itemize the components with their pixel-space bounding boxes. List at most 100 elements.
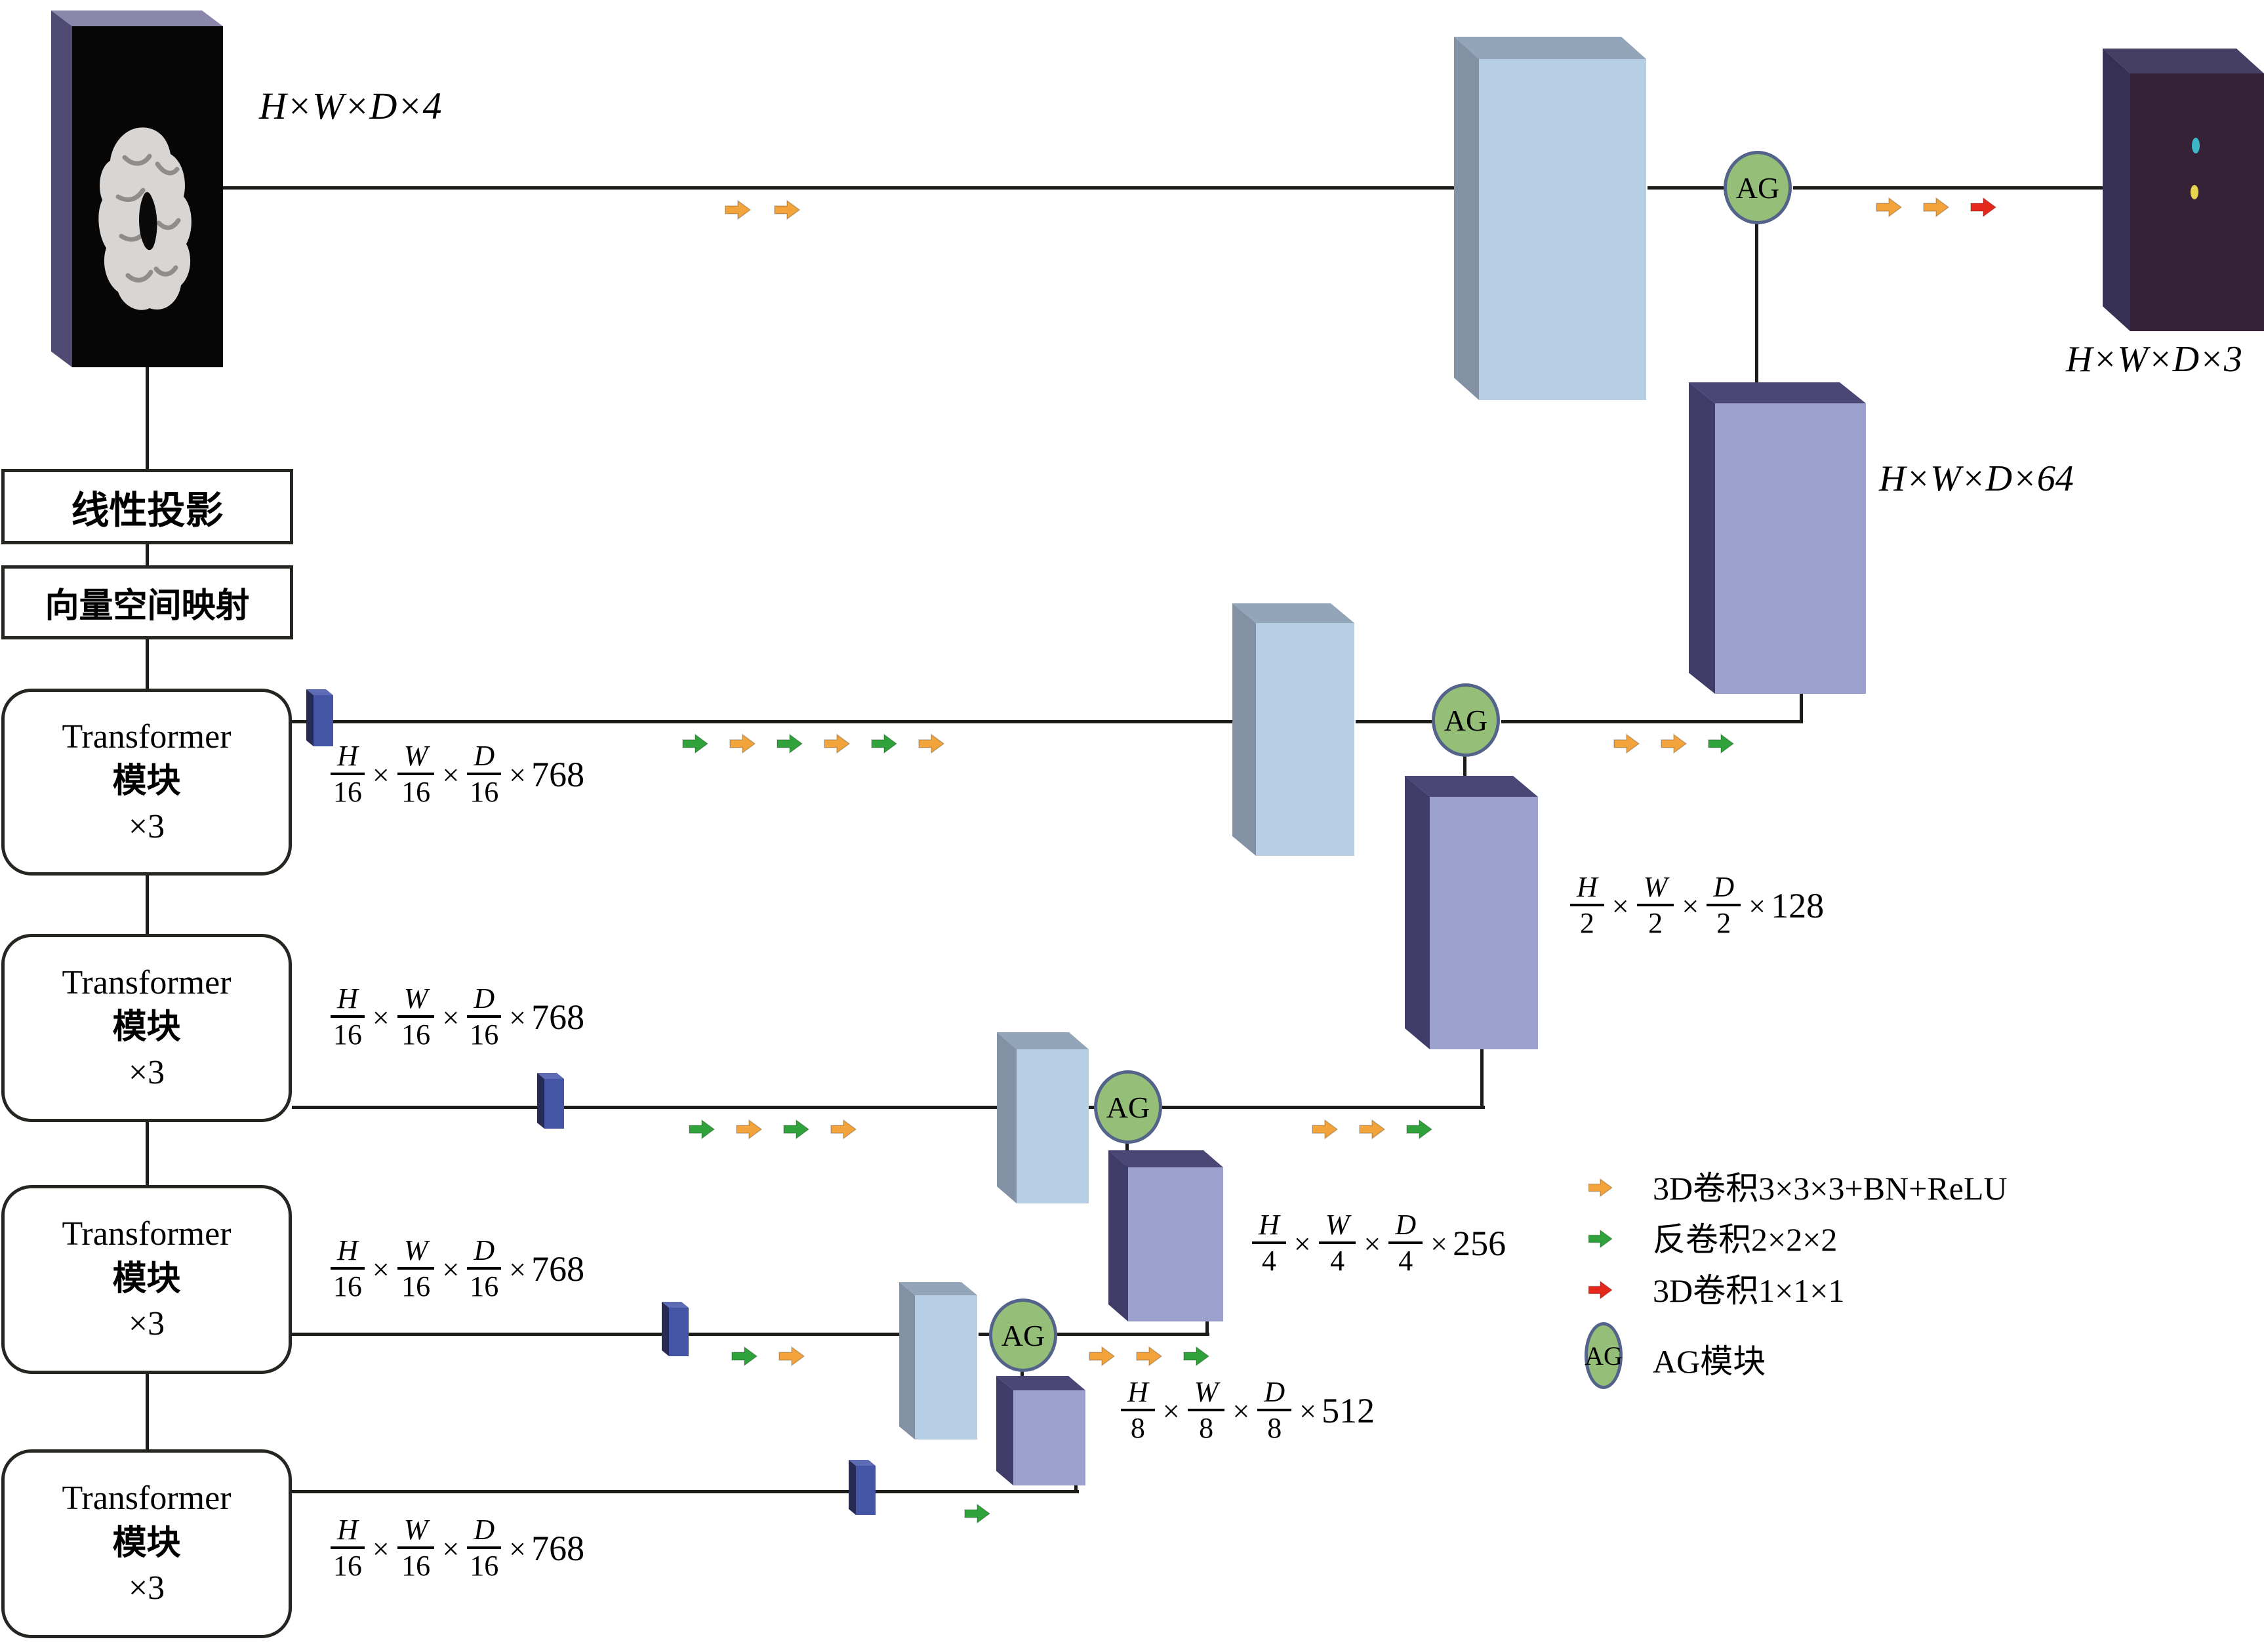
input-volume bbox=[51, 10, 223, 367]
transformer-block-1: Transformer 模块 ×3 bbox=[1, 689, 292, 876]
ag-node-label: AG bbox=[1444, 703, 1488, 737]
decoder-feature-slab-level2 bbox=[997, 1032, 1089, 1203]
token-slab-1 bbox=[306, 689, 333, 746]
connector-line bbox=[1800, 686, 1803, 723]
transformer-module-label: 模块 bbox=[112, 1009, 181, 1047]
token-slab-4 bbox=[849, 1460, 876, 1515]
deconv-arrow-icon bbox=[689, 1119, 715, 1140]
connector-line bbox=[146, 638, 149, 691]
segmentation-dot-cyan bbox=[2192, 138, 2200, 153]
connector-line bbox=[1356, 720, 1434, 723]
connector-line bbox=[146, 1373, 149, 1451]
feature-slab-64 bbox=[1689, 382, 1866, 694]
deconv-arrow-icon bbox=[1708, 733, 1734, 754]
transformer-module-label: 模块 bbox=[112, 1524, 181, 1562]
connector-line bbox=[1793, 186, 2105, 190]
feature-slab-128 bbox=[1405, 776, 1538, 1049]
transformer-block-4: Transformer 模块 ×3 bbox=[1, 1449, 292, 1638]
ag-node-label: AG bbox=[1001, 1318, 1045, 1352]
legend-deconv-label: 反卷积2×2×2 bbox=[1653, 1221, 1838, 1258]
connector-line bbox=[223, 186, 1482, 190]
connector-line bbox=[292, 1490, 1079, 1493]
conv3-arrow-icon bbox=[1661, 733, 1687, 754]
decoder-feature-slab-level0 bbox=[1454, 37, 1646, 400]
transformer-label: Transformer bbox=[62, 1215, 232, 1253]
connector-line bbox=[1647, 186, 1728, 190]
transformer-repeat-label: ×3 bbox=[128, 1569, 165, 1607]
transformer-label: Transformer bbox=[62, 1480, 232, 1518]
connector-line bbox=[292, 1106, 1000, 1109]
conv3-arrow-icon bbox=[1136, 1346, 1162, 1367]
decoder-feature-slab-level1 bbox=[1232, 603, 1354, 856]
transformer-block-2: Transformer 模块 ×3 bbox=[1, 934, 292, 1122]
connector-line bbox=[292, 1333, 918, 1336]
token-slab-2 bbox=[537, 1073, 564, 1129]
legend-ag-label: AG模块 bbox=[1653, 1343, 1766, 1380]
deconv-arrow-icon bbox=[777, 733, 803, 754]
linear-projection-label: 线性投影 bbox=[71, 489, 224, 532]
conv3-arrow-icon bbox=[1359, 1119, 1385, 1140]
conv3-arrow-icon bbox=[1876, 197, 1902, 218]
transformer-repeat-label: ×3 bbox=[128, 1305, 165, 1343]
ag-node-label: AG bbox=[1585, 1340, 1623, 1371]
output-dim-label: H×W×D×3 bbox=[2066, 339, 2242, 380]
connector-line bbox=[1755, 223, 1758, 408]
conv3-arrow-icon bbox=[1588, 1178, 1612, 1198]
connector-line bbox=[1205, 1312, 1209, 1335]
decoder-feature-slab-level3 bbox=[899, 1282, 977, 1440]
conv3-arrow-icon bbox=[1312, 1119, 1338, 1140]
vector-space-mapping-label: 向量空间映射 bbox=[45, 588, 250, 625]
transformer-label: Transformer bbox=[62, 717, 232, 755]
feature-slab-256 bbox=[1108, 1150, 1223, 1321]
transformer-repeat-label: ×3 bbox=[128, 1053, 165, 1091]
token-slab-3 bbox=[662, 1302, 689, 1356]
legend-conv1-label: 3D卷积1×1×1 bbox=[1653, 1272, 1845, 1309]
deconv-arrow-icon bbox=[1588, 1229, 1612, 1249]
connector-line bbox=[146, 1121, 149, 1187]
connector-line bbox=[146, 543, 149, 568]
connector-line bbox=[292, 720, 1240, 723]
connector-line bbox=[146, 874, 149, 936]
brain-mri-image bbox=[98, 127, 192, 310]
deconv-arrow-icon bbox=[731, 1346, 758, 1367]
dim-label-64: H×W×D×64 bbox=[1879, 458, 2074, 499]
connector-line bbox=[1501, 720, 1803, 723]
legend-conv3-label: 3D卷积3×3×3+BN+ReLU bbox=[1653, 1170, 2008, 1207]
transformer-repeat-label: ×3 bbox=[128, 807, 165, 845]
connector-line bbox=[1057, 1333, 1209, 1336]
conv3-arrow-icon bbox=[778, 1346, 805, 1367]
conv1-arrow-icon bbox=[1970, 197, 1996, 218]
conv3-arrow-icon bbox=[729, 733, 756, 754]
segmentation-dot-yellow bbox=[2191, 185, 2198, 199]
connector-line bbox=[146, 367, 149, 471]
ag-node-label: AG bbox=[1106, 1090, 1150, 1124]
output-volume bbox=[2103, 49, 2264, 331]
connector-line bbox=[979, 1333, 993, 1336]
transformer-module-label: 模块 bbox=[112, 763, 181, 801]
conv1-arrow-icon bbox=[1588, 1280, 1612, 1300]
transformer-label: Transformer bbox=[62, 963, 232, 1001]
vector-space-mapping-box: 向量空间映射 bbox=[1, 565, 293, 639]
feature-slab-512 bbox=[996, 1376, 1085, 1485]
conv3-arrow-icon bbox=[824, 733, 850, 754]
conv3-arrow-icon bbox=[725, 199, 751, 220]
ag-node-icon: AG bbox=[1585, 1322, 1623, 1389]
transformer-block-3: Transformer 模块 ×3 bbox=[1, 1185, 292, 1374]
ag-node: AG bbox=[989, 1299, 1057, 1372]
conv3-arrow-icon bbox=[918, 733, 944, 754]
conv3-arrow-icon bbox=[1089, 1346, 1115, 1367]
deconv-arrow-icon bbox=[1406, 1119, 1432, 1140]
ag-node: AG bbox=[1094, 1070, 1162, 1144]
conv3-arrow-icon bbox=[736, 1119, 762, 1140]
connector-line bbox=[1085, 1106, 1099, 1109]
deconv-arrow-icon bbox=[783, 1119, 809, 1140]
conv3-arrow-icon bbox=[1613, 733, 1640, 754]
